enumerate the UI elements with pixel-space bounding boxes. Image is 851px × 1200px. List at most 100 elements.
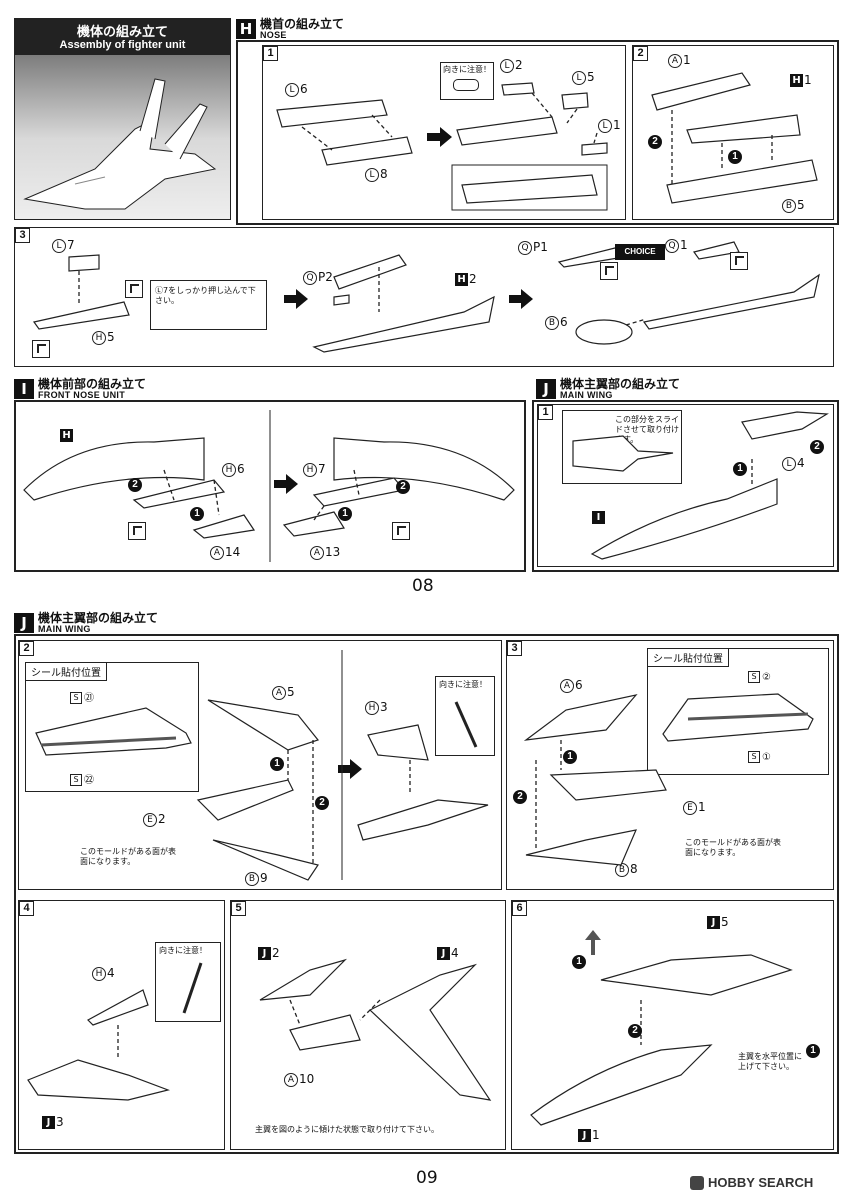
assembly-title-jp: 機体の組み立て [76, 25, 168, 40]
j6-side-note: 主翼を水平位置に上げて下さい。 [738, 1052, 802, 1071]
section-j-top-letter: J [536, 379, 556, 399]
section-i-outer [14, 400, 526, 572]
decal-badge-5 [128, 522, 146, 540]
j6-order2: 2 [628, 1024, 642, 1038]
assembly-title-block: 機体の組み立て Assembly of fighter unit [14, 18, 231, 220]
j-step6-parts [530, 930, 793, 1126]
section-i-letter: I [14, 379, 34, 399]
j-step1-parts [590, 411, 829, 560]
j-step4-frame [18, 900, 225, 1150]
decal-badge-1 [125, 280, 143, 298]
section-i-jp: 機体前部の組み立て [38, 377, 147, 391]
j6-order1-top: 1 [572, 955, 586, 969]
i-parts [23, 410, 515, 562]
decal-badge-3 [600, 262, 618, 280]
section-j-top-en: MAIN WING [560, 390, 613, 400]
j-step4-number: 4 [19, 901, 34, 916]
page-number-09: 09 [416, 1168, 438, 1188]
j5-bottom-note: 主翼を図のように傾けた状態で取り付けて下さい。 [255, 1125, 439, 1134]
h-step3-push-note: Ⓛ7をしっかり押し込んで下さい。 [150, 280, 267, 330]
h-step2-order1: 1 [728, 150, 742, 164]
j-step2-number: 2 [19, 641, 34, 656]
j-step2-order1: 1 [270, 757, 284, 771]
section-j-top-jp: 機体主翼部の組み立て [560, 377, 681, 391]
h-step3-number: 3 [15, 228, 30, 243]
j-step4-direction-box: 向きに注意！ [155, 942, 221, 1022]
i-order1-left: 1 [190, 507, 204, 521]
section-h-letter: H [236, 19, 256, 39]
j-step1-number: 1 [538, 405, 553, 420]
section-h-outer [236, 40, 839, 225]
assembly-title-en: Assembly of fighter unit [59, 39, 186, 51]
j-step3-seal-title: シール貼付位置 [648, 649, 729, 667]
j6-order1-side: 1 [806, 1044, 820, 1058]
section-j-en: MAIN WING [38, 624, 91, 634]
j-step2-parts [196, 650, 489, 881]
page-number-08: 08 [412, 576, 434, 596]
h-step3-parts [32, 241, 820, 353]
j-step3-order1: 1 [563, 750, 577, 764]
i-order2-right: 2 [396, 480, 410, 494]
j-step3-mold-note: このモールドがある面が表面になります。 [685, 838, 781, 857]
j-step5-parts [259, 958, 492, 1101]
j-ref-i: I [592, 510, 606, 524]
section-j-top-outer [532, 400, 839, 572]
j-step3-parts [523, 694, 667, 866]
section-j-letter: J [14, 613, 34, 633]
section-h-jp: 機首の組み立て [260, 17, 345, 31]
j-step5-number: 5 [231, 901, 246, 916]
section-j-jp: 機体主翼部の組み立て [38, 611, 159, 625]
hobby-search-logo-icon [690, 1175, 704, 1190]
j-step6-number: 6 [512, 901, 527, 916]
j-step1-order2: 2 [810, 440, 824, 454]
choice-badge: CHOICE [615, 244, 665, 260]
fighter-illustration [23, 78, 217, 210]
decal-badge-2 [32, 340, 50, 358]
hobby-search-watermark: HOBBY SEARCH [690, 1175, 813, 1190]
h-step2-order2: 2 [648, 135, 662, 149]
decal-badge-6 [392, 522, 410, 540]
j-step2-mold-note: このモールドがある面が表面になります。 [80, 847, 176, 866]
j-step3-number: 3 [507, 641, 522, 656]
section-i-en: FRONT NOSE UNIT [38, 390, 125, 400]
